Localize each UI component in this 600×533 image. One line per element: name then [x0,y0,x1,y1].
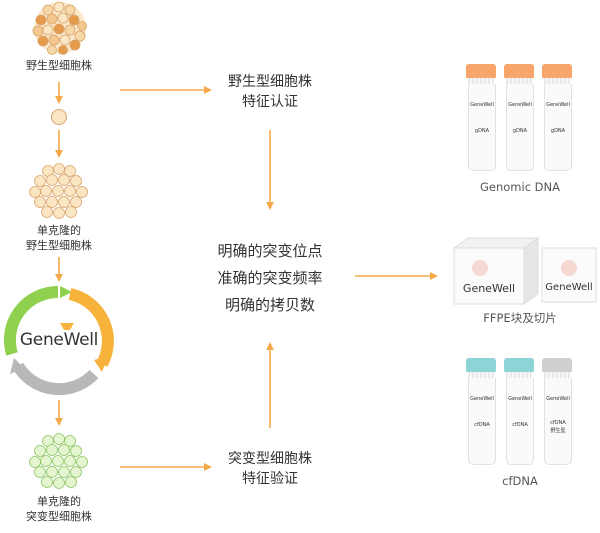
cfdna-tube: GeneWell cfDNA [504,358,534,468]
center-line1: 明确的突变位点 [217,242,323,260]
clone-mutant-cluster-icon [29,433,88,489]
clone-wild-label-line1: 单克隆的 [37,224,81,237]
clone-mutant-label-line2: 突变型细胞株 [26,510,92,523]
gdna-tube: GeneWell gDNA [504,64,534,174]
cfdna-tube: GeneWell cfDNA [466,358,496,468]
ffpe-block-and-slide-icon [452,237,597,305]
editing-cycle-icon [3,285,114,396]
wild-type-label: 野生型细胞株 [26,59,92,72]
mutant-verify-line2: 特征验证 [242,471,298,487]
mutant-verify-line1: 突变型细胞株 [228,451,312,467]
ffpe-block-brand: GeneWell [462,282,516,295]
ffpe-slide-brand: GeneWell [545,282,593,293]
wild-verify-line2: 特征认证 [242,94,298,110]
wild-verify-line1: 野生型细胞株 [228,74,312,90]
wild-type-cell-cluster-icon [32,1,87,55]
center-line2: 准确的突变频率 [217,269,323,287]
clone-wild-label-line2: 野生型细胞株 [26,239,92,252]
clone-wild-type-cluster-icon [29,163,88,219]
cfdna-wild-tube: GeneWell cfDNA 野生型 [542,358,572,468]
single-cell-icon [51,109,67,125]
genewell-logo: GeneWell [19,330,99,350]
gdna-tube: GeneWell gDNA [466,64,496,174]
clone-mutant-label-line1: 单克隆的 [37,495,81,508]
logo-accent-icon [60,323,74,330]
genomic-dna-caption: Genomic DNA [479,180,560,194]
cfdna-caption: cfDNA [502,474,538,488]
gdna-tube: GeneWell gDNA [542,64,572,174]
genomic-dna-tubes: GeneWell gDNA GeneWell gDNA GeneWell gDN… [462,64,582,176]
cfdna-tubes: GeneWell cfDNA GeneWell cfDNA GeneWell c… [462,358,582,470]
center-line3: 明确的拷贝数 [224,296,315,314]
ffpe-caption: FFPE块及切片 [483,311,557,325]
